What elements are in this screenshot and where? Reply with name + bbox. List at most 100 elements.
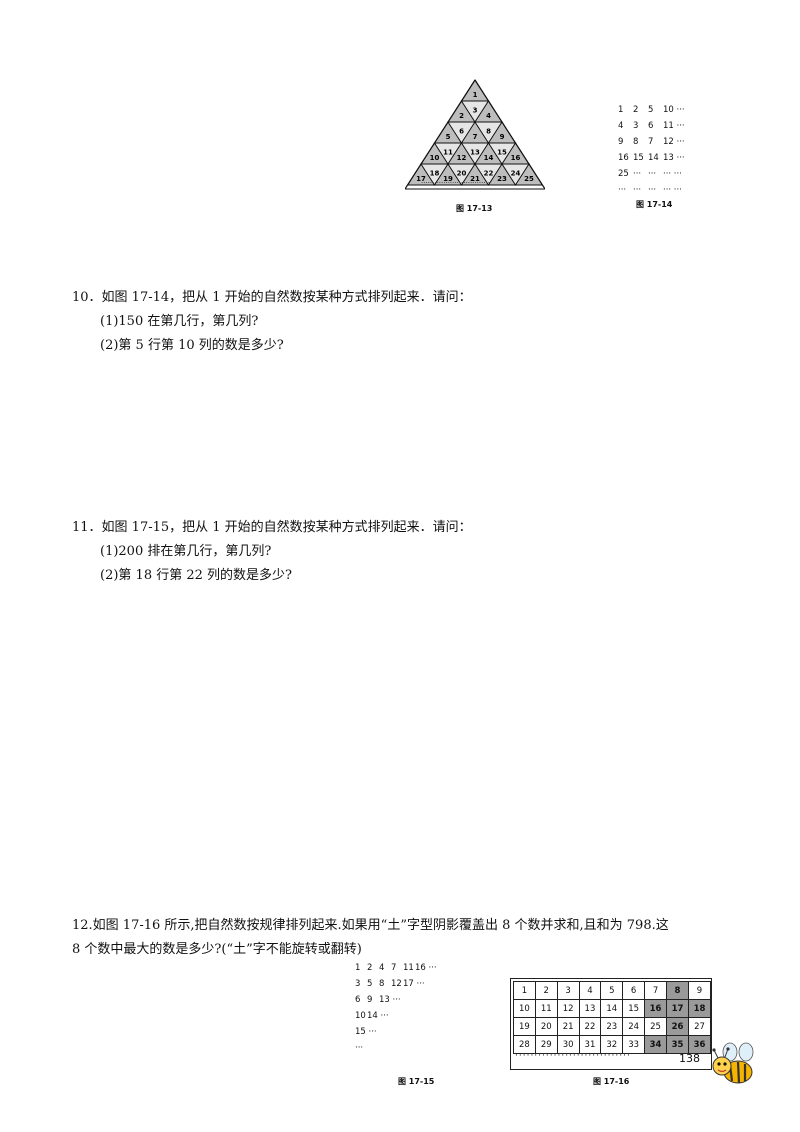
triangle-number: 22 [484, 169, 494, 177]
figure-17-16-cell: 3 [556, 981, 580, 1000]
triangle-number: 10 [430, 154, 440, 162]
figure-17-15-cell: 13 ··· [379, 995, 401, 1005]
figure-17-14-cell: 15 [633, 153, 644, 163]
triangle-number: 2 [459, 112, 464, 120]
figure-17-14-cell: ··· [648, 185, 657, 195]
figure-17-15-cell: 4 [379, 963, 385, 973]
figure-17-14-cell: ··· ··· [663, 185, 682, 195]
figure-17-15-cell: 2 [367, 963, 373, 973]
figure-17-16-cell: 13 [578, 999, 602, 1018]
figure-17-16-cell: 22 [578, 1017, 602, 1036]
figure-17-14-cell: 12 ··· [663, 137, 685, 147]
triangle-number: 8 [486, 127, 491, 135]
figure-17-16-cell: 25 [644, 1017, 668, 1036]
figure-17-16-continuation: ······························ [515, 1051, 631, 1061]
figure-17-15-cell: 8 [379, 979, 385, 989]
figure-17-16-cell: 23 [600, 1017, 624, 1036]
figure-17-14-cell: 2 [633, 105, 639, 115]
figure-17-16-cell: 5 [600, 981, 624, 1000]
figure-17-16-cell: 31 [578, 1035, 602, 1054]
figure-17-16-cell: 1 [513, 981, 536, 1000]
figure-17-14-cell: 5 [648, 105, 654, 115]
figure-17-16-cell: 26 [666, 1017, 689, 1036]
triangle-number: 7 [473, 133, 478, 141]
figure-17-15-cell: 15 ··· [355, 1027, 377, 1037]
figure-17-13-triangle: 1234567891011121314151617181920212223242… [405, 79, 545, 190]
bee-mascot-icon [712, 1042, 754, 1084]
figure-17-15-cell: 10 [355, 1011, 366, 1021]
figure-17-15-row: 15 ··· [355, 1027, 455, 1043]
figure-17-15-cell: 3 [355, 979, 361, 989]
figure-17-14-row: 25········· ··· [618, 169, 693, 185]
question-10-part-1: (1)150 在第几行，第几列? [100, 314, 259, 329]
triangle-number: 15 [497, 148, 507, 156]
triangle-number: 6 [459, 127, 464, 135]
figure-17-16-cell: 18 [687, 999, 712, 1018]
figure-17-15-cell: 12 [391, 979, 402, 989]
triangle-number: 24 [511, 169, 521, 177]
figure-17-16-cell: 15 [622, 999, 646, 1018]
figure-17-15-row: 1014 ··· [355, 1011, 455, 1027]
figure-17-14-cell: 25 [618, 169, 629, 179]
figure-17-14-cell: 6 [648, 121, 654, 131]
figure-17-13-caption: 图 17-13 [456, 204, 493, 213]
figure-17-16-cell: 35 [666, 1035, 689, 1054]
figure-17-14-cell: 3 [633, 121, 639, 131]
figure-17-16-cell: 28 [513, 1035, 536, 1054]
question-12: 12.如图 17-16 所示,把自然数按规律排列起来.如果用“土”字型阴影覆盖出… [72, 914, 772, 962]
figure-17-14-cell: 1 [618, 105, 624, 115]
triangle-number: 20 [457, 169, 467, 177]
triangle-number: 16 [511, 154, 521, 162]
question-11: 11．如图 17-15，把从 1 开始的自然数按某种方式排列起来．请问： (1)… [72, 516, 752, 588]
figure-17-16-cell: 10 [513, 999, 536, 1018]
figure-17-16-cell: 9 [687, 981, 712, 1000]
triangle-number: 23 [497, 175, 507, 183]
figure-17-16-cell: 6 [622, 981, 646, 1000]
question-11-stem: 11．如图 17-15，把从 1 开始的自然数按某种方式排列起来．请问： [72, 520, 472, 535]
triangle-number: 5 [446, 133, 451, 141]
figure-17-16-cell: 21 [556, 1017, 580, 1036]
page-number: 138 [679, 1052, 700, 1065]
figure-17-16-cell: 7 [644, 981, 668, 1000]
triangle-number: 12 [457, 154, 467, 162]
triangle-number: 14 [484, 154, 494, 162]
figure-17-15-cell: 6 [355, 995, 361, 1005]
figure-17-15-cell: 1 [355, 963, 361, 973]
figure-17-15-cell: ··· [355, 1043, 364, 1053]
triangle-number: 25 [524, 175, 534, 183]
triangle-number: 13 [470, 148, 480, 156]
figure-17-15-row: ··· [355, 1043, 455, 1059]
figure-17-16-cell: 20 [534, 1017, 558, 1036]
triangle-number: 3 [473, 106, 478, 114]
question-10-part-2: (2)第 5 行第 10 列的数是多少? [100, 338, 284, 353]
figure-17-15-cell: 9 [367, 995, 373, 1005]
figure-17-14-caption: 图 17-14 [636, 200, 673, 209]
figure-17-15-cell: 5 [367, 979, 373, 989]
figure-17-14-cell: 4 [618, 121, 624, 131]
figure-17-14-cell: 10 ··· [663, 105, 685, 115]
triangle-number: 9 [500, 133, 505, 141]
figure-17-14-cell: 9 [618, 137, 624, 147]
figure-17-16-cell: 16 [644, 999, 668, 1018]
figure-17-15-cell: 11 [403, 963, 414, 973]
triangle-number: 1 [473, 91, 478, 99]
svg-text:······························: ······························· [421, 179, 490, 187]
triangle-number: 4 [486, 112, 491, 120]
figure-17-14-cell: ··· [633, 185, 642, 195]
figure-17-16-cell: 27 [687, 1017, 712, 1036]
triangle-number: 11 [443, 148, 453, 156]
figure-17-16-cell: 17 [666, 999, 689, 1018]
figure-17-16-cell: 12 [556, 999, 580, 1018]
figure-17-14-cell: ··· [648, 169, 657, 179]
figure-17-16-cell: 8 [666, 981, 689, 1000]
figure-17-14-cell: ··· [633, 169, 642, 179]
question-12-line-1: 12.如图 17-16 所示,把自然数按规律排列起来.如果用“土”字型阴影覆盖出… [72, 918, 669, 933]
triangle-number: 17 [416, 175, 426, 183]
